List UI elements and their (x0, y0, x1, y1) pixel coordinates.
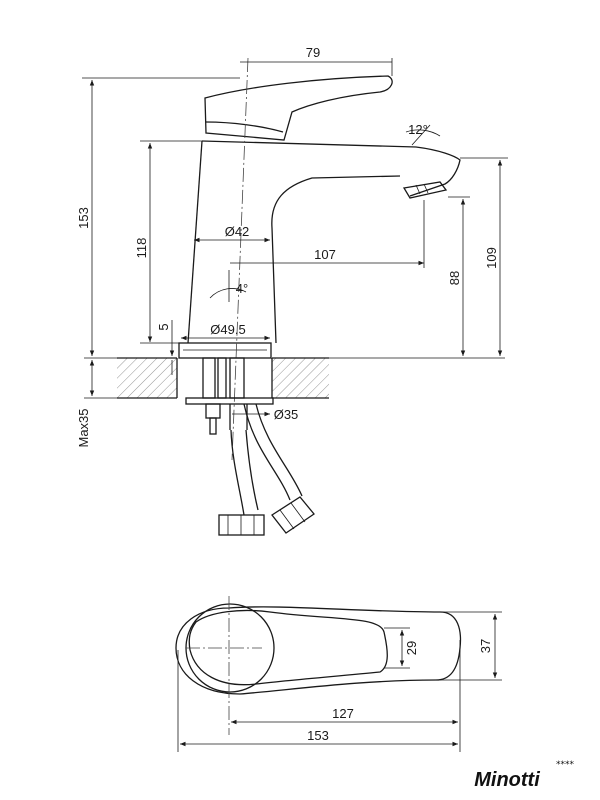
dimension-lines (82, 58, 508, 417)
dim-37: 37 (478, 639, 493, 653)
dim-diameter-49-5: Ø49.5 (210, 322, 245, 337)
dim-diameter-42: Ø42 (225, 224, 250, 239)
dim-12-deg: 12° (408, 122, 428, 137)
dim-88: 88 (447, 271, 462, 285)
flexible-hoses (218, 403, 315, 536)
dim-5: 5 (156, 323, 171, 330)
dim-127: 127 (332, 706, 354, 721)
dim-diameter-35: Ø35 (274, 407, 299, 422)
brand-logo: Minotti **** (474, 760, 574, 791)
dim-79: 79 (306, 45, 320, 60)
dim-118: 118 (134, 238, 149, 259)
dim-29: 29 (404, 641, 419, 655)
dim-153-height: 153 (76, 207, 91, 229)
faucet-body (187, 140, 461, 344)
dim-107: 107 (314, 247, 336, 262)
countertop (117, 357, 329, 399)
dim-max35: Max35 (76, 408, 91, 447)
dim-153-length: 153 (307, 728, 329, 743)
mounting-hardware (185, 357, 274, 435)
brand-stars: **** (556, 760, 575, 770)
centerline (231, 57, 249, 461)
brand-name: Minotti (474, 769, 540, 791)
dim-4-deg: 4° (236, 281, 248, 296)
faucet-base (178, 342, 272, 359)
dim-109: 109 (484, 247, 499, 269)
side-view: 79 12° 153 118 Ø42 107 4° 5 Ø49.5 88 109… (76, 45, 508, 536)
faucet-handle (204, 75, 393, 141)
top-view-dimension-lines (177, 611, 502, 752)
top-view: 29 37 127 153 (175, 596, 502, 752)
